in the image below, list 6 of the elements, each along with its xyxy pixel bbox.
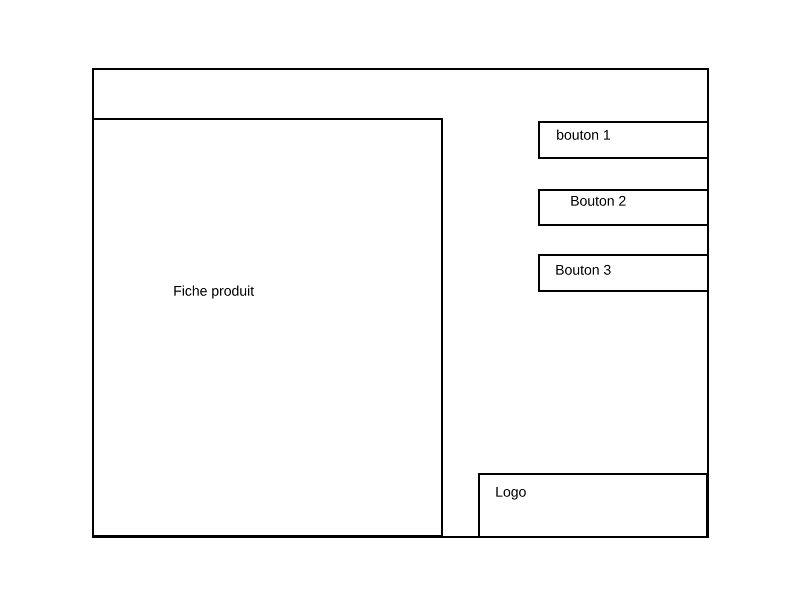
text-box: Logo <box>478 473 708 538</box>
button: Bouton 3 <box>538 254 709 292</box>
button: Bouton 2 <box>538 189 709 226</box>
page-frame <box>92 68 709 538</box>
content-panel: Fiche produit <box>92 118 443 537</box>
button: bouton 1 <box>538 121 709 159</box>
